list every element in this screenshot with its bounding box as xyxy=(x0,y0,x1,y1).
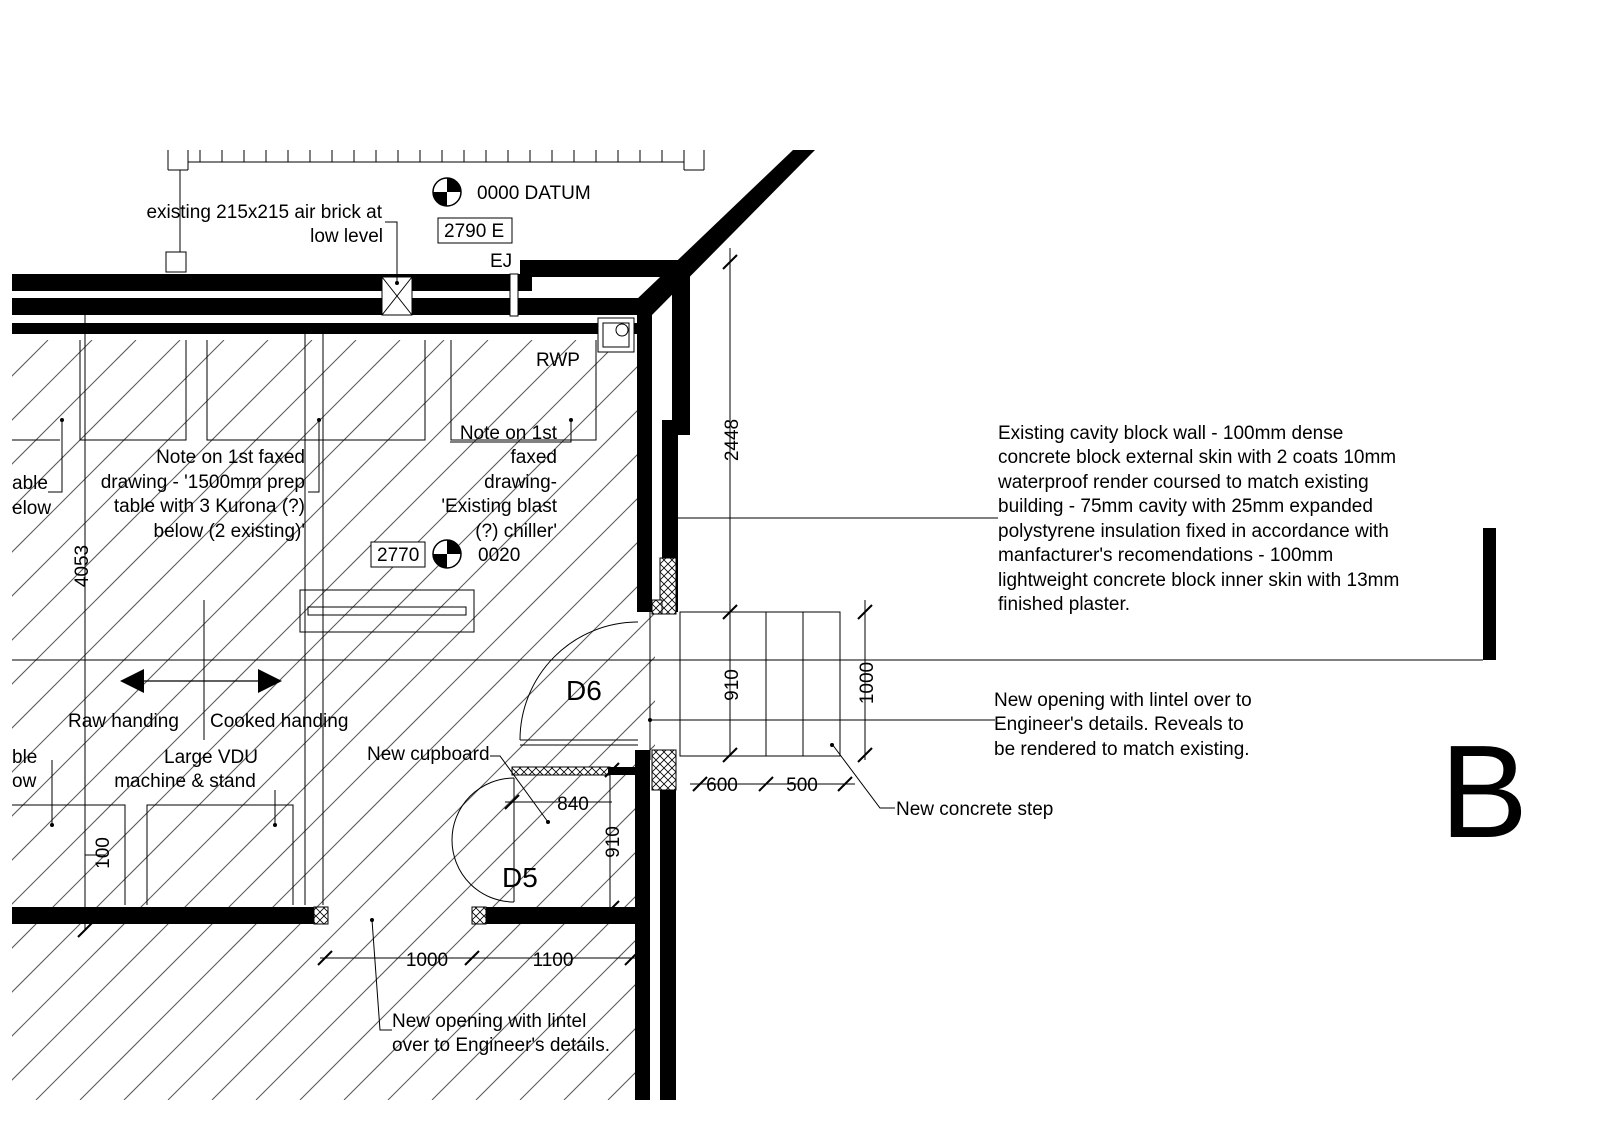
new-opening-note-2: Engineer's details. Reveals to xyxy=(994,714,1244,735)
wall-spec-line-5: polystyrene insulation fixed in accordan… xyxy=(998,521,1389,542)
equipment-outlines xyxy=(12,334,1483,905)
prep-note-3: table with 3 Kurona (?) xyxy=(114,496,305,517)
expansion-joint xyxy=(509,273,519,317)
concrete-step-label: New concrete step xyxy=(896,799,1053,820)
new-cupboard-label: New cupboard xyxy=(367,744,490,765)
level-tag-box xyxy=(370,541,426,568)
cut-upper-2: elow xyxy=(12,498,51,519)
prep-note-4: below (2 existing)' xyxy=(154,521,305,542)
blast-note-2: faxed xyxy=(511,447,557,468)
blast-note-3: drawing- xyxy=(484,472,557,493)
wall-spec-line-2: concrete block external skin with 2 coat… xyxy=(998,447,1396,468)
lintel-note-1: New opening with lintel xyxy=(392,1011,586,1032)
wall-spec-line-1: Existing cavity block wall - 100mm dense xyxy=(998,423,1343,444)
door-d5-label: D5 xyxy=(502,862,538,893)
air-brick-note-2: low level xyxy=(310,226,383,247)
level-value: 0020 xyxy=(478,545,520,566)
dim-1000-step: 1000 xyxy=(857,662,878,704)
dim-910-cupboard: 910 xyxy=(603,826,624,858)
dim-100: 100 xyxy=(93,837,114,869)
handing-arrow xyxy=(120,669,282,693)
door-d6-label: D6 xyxy=(566,675,602,706)
dim-4053: 4053 xyxy=(72,545,93,587)
leader-dots xyxy=(50,281,834,922)
section-marker-label: B xyxy=(1440,718,1528,865)
dim-2448: 2448 xyxy=(722,419,743,461)
raw-handing-label: Raw handing xyxy=(68,711,179,732)
dim-1100: 1100 xyxy=(533,950,574,971)
wall-spec-line-6: manfacturer's recomendations - 100mm xyxy=(998,545,1333,566)
dim-600: 600 xyxy=(706,775,738,796)
air-brick-note-1: existing 215x215 air brick at xyxy=(146,202,382,223)
door-d6 xyxy=(519,621,639,746)
external-rail xyxy=(165,150,705,273)
floor-hatching xyxy=(12,340,655,1100)
section-line xyxy=(1483,528,1496,660)
datum-symbol-top xyxy=(432,177,462,207)
level-tag: 2770 xyxy=(377,545,419,566)
wall-spec-line-8: finished plaster. xyxy=(998,594,1130,615)
dim-1000-opening: 1000 xyxy=(406,950,448,971)
rainwater-pipe xyxy=(597,317,635,353)
wall-spec-line-7: lightweight concrete block inner skin wi… xyxy=(998,570,1399,591)
datum-tag: 2790 E xyxy=(444,221,504,242)
cut-lower-2: ow xyxy=(12,771,37,792)
dimension-ticks xyxy=(77,254,873,966)
new-opening-note-3: be rendered to match existing. xyxy=(994,739,1250,760)
new-opening-note-1: New opening with lintel over to xyxy=(994,690,1252,711)
cut-lower-1: ble xyxy=(12,747,37,768)
datum-symbol-mid xyxy=(432,539,462,569)
expansion-joint-label: EJ xyxy=(490,251,512,272)
concrete-step xyxy=(679,611,841,757)
blast-note-5: (?) chiller' xyxy=(475,521,557,542)
lintel-note-2: over to Engineer's details. xyxy=(392,1035,610,1056)
datum-label: 0000 DATUM xyxy=(477,183,591,204)
cut-upper-1: able xyxy=(12,473,48,494)
dimension-lines xyxy=(84,248,866,959)
cooked-handing-label: Cooked handing xyxy=(210,711,348,732)
text-labels: 0000 DATUM 2790 E EJ RWP 2770 0020 exist… xyxy=(12,183,1528,1056)
blast-note-4: 'Existing blast xyxy=(441,496,557,517)
wall-spec-line-4: building - 75mm cavity with 25mm expande… xyxy=(998,496,1373,517)
dim-910-opening: 910 xyxy=(722,669,743,701)
datum-tag-box xyxy=(437,217,513,244)
prep-note-1: Note on 1st faxed xyxy=(156,447,305,468)
vdu-label-1: Large VDU xyxy=(164,747,258,768)
dim-500: 500 xyxy=(786,775,818,796)
wall-spec-line-3: waterproof render coursed to match exist… xyxy=(997,472,1369,493)
blast-note-1: Note on 1st xyxy=(460,423,558,444)
leader-lines xyxy=(48,221,998,1031)
rwp-label: RWP xyxy=(536,350,580,371)
vdu-label-2: machine & stand xyxy=(114,771,256,792)
prep-note-2: drawing - '1500mm prep xyxy=(101,472,305,493)
dim-840: 840 xyxy=(557,794,589,815)
